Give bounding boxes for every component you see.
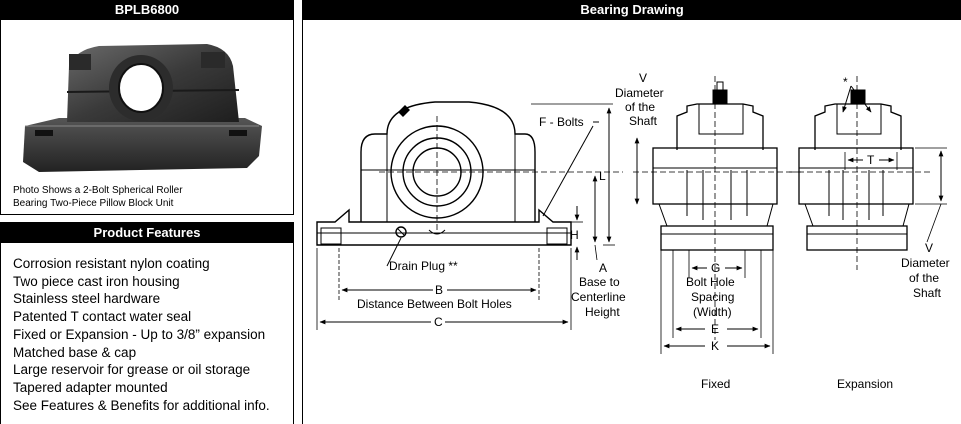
a-label: A: [599, 261, 607, 275]
pillow-block-photo: [23, 44, 262, 172]
fixed-end-view-centerlines: [633, 76, 803, 340]
feature-item: Corrosion resistant nylon coating: [13, 256, 210, 271]
g-label: G: [711, 261, 720, 275]
feature-item: See Features & Benefits for additional i…: [13, 397, 270, 413]
drain-plug-label: Drain Plug **: [389, 259, 458, 273]
dimension-v-fixed: V Diameter of the Shaft: [615, 71, 664, 205]
feature-item: Matched base & cap: [13, 344, 137, 360]
side-view: [316, 101, 572, 246]
dimension-h: H: [570, 206, 583, 260]
photo-caption-line-2: Bearing Two-Piece Pillow Block Unit: [13, 198, 174, 209]
product-photo-panel: BPLB6800 Photo Shows a 2-Bolt Sphe: [0, 0, 294, 215]
expansion-caption: Expansion: [837, 377, 893, 391]
v-expansion-shaft-label: Shaft: [913, 286, 942, 300]
features-list: Corrosion resistant nylon coating Two pi…: [13, 255, 270, 414]
dimension-k: K: [660, 250, 774, 354]
dimension-v-expansion: V Diameter of the Shaft: [901, 147, 950, 300]
bearing-drawing: F - Bolts L H A Base to Centerline Heigh…: [316, 71, 950, 391]
dimension-b: B Distance Between Bolt Holes: [338, 248, 540, 311]
v-expansion-label: V: [925, 241, 933, 255]
feature-item: Stainless steel hardware: [13, 291, 161, 307]
e-label: E: [711, 322, 719, 336]
dimension-l: L: [531, 103, 615, 246]
feature-item: Fixed or Expansion - Up to 3/8” expansio…: [13, 326, 266, 342]
v-expansion-of-the-label: of the: [909, 271, 939, 285]
product-features-panel: Product Features Corrosion resistant nyl…: [0, 222, 294, 424]
photo-caption-line-1: Photo Shows a 2-Bolt Spherical Roller: [13, 185, 183, 196]
v-fixed-shaft-label: Shaft: [629, 114, 658, 128]
dimension-e: E: [672, 250, 762, 338]
expansion-asterisk-label: *: [843, 75, 848, 89]
v-fixed-label: V: [639, 71, 647, 85]
k-label: K: [711, 339, 719, 353]
dimension-g: G Bolt Hole Spacing (Width): [686, 250, 746, 319]
width-label: (Width): [693, 305, 732, 319]
c-label: C: [434, 315, 443, 329]
l-label: L: [599, 169, 606, 183]
bolt-hole-label: Bolt Hole: [686, 275, 735, 289]
feature-item: Large reservoir for grease or oil storag…: [13, 362, 251, 378]
expansion-end-view-centerlines: [789, 76, 933, 270]
feature-item: Tapered adapter mounted: [13, 379, 168, 395]
base-to-label: Base to: [579, 275, 620, 289]
feature-item: Two piece cast iron housing: [13, 273, 180, 289]
f-bolts-label: F - Bolts: [539, 115, 584, 129]
t-label: T: [867, 153, 875, 167]
height-label: Height: [585, 305, 620, 319]
v-fixed-of-the-label: of the: [625, 100, 655, 114]
drain-plug-leader: [386, 237, 402, 267]
product-features-header: Product Features: [1, 223, 293, 243]
photo-caption: Photo Shows a 2-Bolt Spherical Roller Be…: [13, 184, 183, 210]
feature-item: Patented T contact water seal: [13, 309, 192, 325]
product-model-header: BPLB6800: [1, 0, 293, 20]
expansion-end-view: [798, 89, 914, 251]
f-bolts-leader: [542, 125, 594, 217]
dimension-t: T: [844, 152, 898, 170]
bearing-drawing-header: Bearing Drawing: [303, 0, 961, 20]
v-expansion-diameter-label: Diameter: [901, 256, 950, 270]
b-label: B: [435, 283, 443, 297]
distance-between-bolt-holes-label: Distance Between Bolt Holes: [357, 297, 512, 311]
dimension-c: C: [316, 248, 572, 330]
spacing-label: Spacing: [691, 290, 734, 304]
dimension-a: A Base to Centerline Height: [571, 175, 626, 319]
h-label: H: [570, 228, 579, 242]
side-view-centerlines: [379, 116, 623, 230]
v-fixed-diameter-label: Diameter: [615, 86, 664, 100]
bearing-drawing-panel: Bearing Drawing: [302, 0, 961, 424]
centerline-label: Centerline: [571, 290, 626, 304]
fixed-caption: Fixed: [701, 377, 730, 391]
